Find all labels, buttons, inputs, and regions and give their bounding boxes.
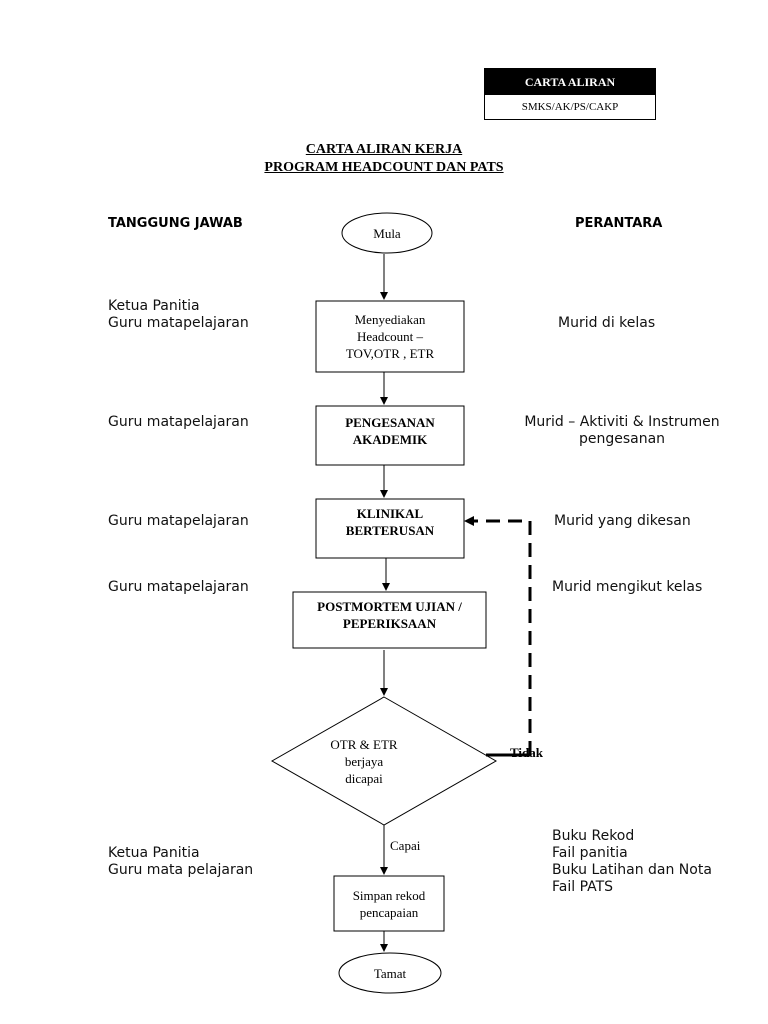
step4-box — [292, 591, 487, 649]
step5-box — [333, 875, 445, 932]
responsible-step2: Guru matapelajaran — [108, 414, 249, 430]
no-branch-arrowhead — [464, 516, 474, 526]
responsible-step5: Ketua Panitia Guru mata pelajaran — [108, 845, 254, 878]
responsible-step4: Guru matapelajaran — [108, 579, 249, 595]
document-code-box: CARTA ALIRAN SMKS/AK/PS/CAKP — [484, 68, 656, 120]
medium-step5: Buku Rekod Fail panitia Buku Latihan dan… — [552, 828, 712, 895]
decision-label: OTR & ETR berjaya dicapai — [330, 736, 398, 786]
no-branch-dashed-loop — [474, 519, 532, 755]
page-title-line1: CARTA ALIRAN KERJA — [305, 142, 463, 157]
step5-label: Simpan rekod pencapaian — [352, 887, 426, 920]
step3-label: KLINIKAL BERTERUSAN — [345, 506, 435, 538]
medium-step1: Murid di kelas — [558, 315, 656, 331]
step1-box — [315, 300, 465, 373]
end-label: Tamat — [373, 965, 407, 981]
document-code: SMKS/AK/PS/CAKP — [521, 101, 619, 113]
yes-edge-label: Capai — [390, 838, 421, 853]
step2-box — [315, 405, 465, 466]
step2-label: PENGESANAN AKADEMIK — [345, 415, 435, 447]
step4-label: POSTMORTEM UJIAN / PEPERIKSAAN — [317, 599, 462, 631]
start-terminal — [341, 212, 433, 254]
no-edge-label: Tidak — [510, 745, 544, 760]
step3-box — [315, 498, 465, 559]
medium-step3: Murid yang dikesan — [554, 513, 691, 529]
responsible-step1: Ketua Panitia Guru matapelajaran — [108, 298, 249, 331]
step1-label: Menyediakan Headcount – TOV,OTR , ETR — [345, 312, 435, 361]
column-header-medium: PERANTARA — [575, 216, 663, 231]
code-box-header: CARTA ALIRAN — [485, 69, 655, 95]
end-terminal — [338, 952, 442, 994]
column-header-responsible: TANGGUNG JAWAB — [108, 216, 243, 231]
medium-step2: Murid – Aktiviti & Instrumen pengesanan — [524, 414, 720, 447]
start-label: Mula — [373, 225, 401, 241]
responsible-step3: Guru matapelajaran — [108, 513, 249, 529]
page-title-line2: PROGRAM HEADCOUNT DAN PATS — [264, 160, 504, 175]
medium-step4: Murid mengikut kelas — [552, 579, 703, 595]
